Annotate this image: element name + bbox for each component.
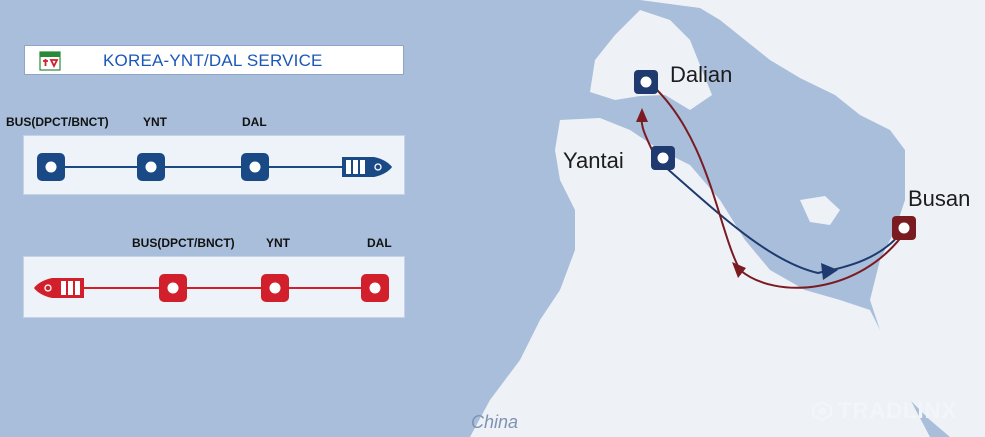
place-label-dalian: Dalian <box>670 62 733 87</box>
carrier-logo-icon <box>39 51 61 71</box>
ship-icon-east <box>342 157 392 177</box>
south-port-label-1: BUS(DPCT/BNCT) <box>132 236 235 250</box>
country-label-china: China <box>471 412 519 432</box>
south-port-label-2: YNT <box>266 236 290 250</box>
tradlinx-watermark: TRADLINX <box>812 398 957 424</box>
route-northbound-line <box>662 164 905 275</box>
place-label-yantai: Yantai <box>563 148 624 173</box>
port-marker-yantai[interactable] <box>651 146 675 170</box>
land-liaodong <box>640 0 985 180</box>
land-islands <box>800 196 840 225</box>
north-stop-icon-1 <box>37 153 65 181</box>
north-port-label-2: YNT <box>143 115 167 129</box>
route-southbound-arrow-up <box>636 108 648 122</box>
land-china-mainland <box>470 118 930 437</box>
north-port-label-1: BUS(DPCT/BNCT) <box>6 115 109 129</box>
service-title: KOREA-YNT/DAL SERVICE <box>103 51 323 70</box>
southbound-route-panel <box>23 256 405 318</box>
south-port-label-3: DAL <box>367 236 392 250</box>
land-peninsula <box>590 10 712 110</box>
south-stop-icon-1 <box>159 274 187 302</box>
northbound-route-panel <box>23 135 405 195</box>
land-korea <box>870 140 985 437</box>
south-stop-icon-3 <box>361 274 389 302</box>
route-northbound-arrow <box>821 263 838 280</box>
south-stop-icon-2 <box>261 274 289 302</box>
north-stop-icon-3 <box>241 153 269 181</box>
watermark-text: TRADLINX <box>838 398 958 423</box>
watermark-logo-icon <box>812 400 832 422</box>
route-southbound-arrow-down <box>732 262 746 278</box>
north-port-label-3: DAL <box>242 115 267 129</box>
north-stop-icon-2 <box>137 153 165 181</box>
ship-icon-west <box>34 278 84 298</box>
port-marker-dalian[interactable] <box>634 70 658 94</box>
southbound-route-diagram <box>34 274 389 302</box>
port-marker-busan[interactable] <box>892 216 916 240</box>
place-label-busan: Busan <box>908 186 971 211</box>
northbound-route-diagram <box>37 153 392 181</box>
service-title-panel: KOREA-YNT/DAL SERVICE <box>24 45 404 75</box>
